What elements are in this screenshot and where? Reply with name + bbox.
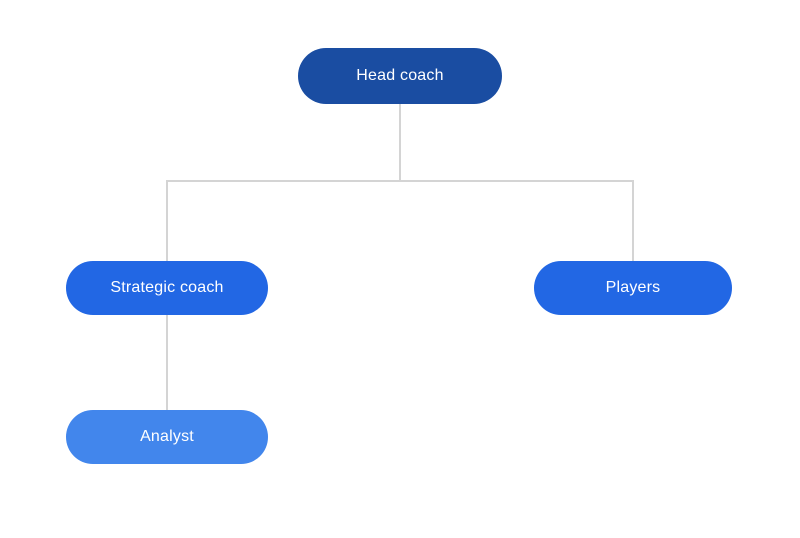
node-head-coach[interactable]: Head coach [298,48,502,104]
node-players-label: Players [605,279,661,296]
node-players[interactable]: Players [534,261,732,315]
node-strategic-coach-label: Strategic coach [110,279,224,296]
node-analyst-label: Analyst [140,428,194,445]
connector-head-coach-trunk [399,104,401,181]
connector-to-analyst [166,315,168,410]
node-head-coach-label: Head coach [356,67,444,84]
connector-to-players [632,180,634,261]
node-analyst[interactable]: Analyst [66,410,268,464]
connector-level2-crossbar [166,180,634,182]
connector-to-strategic-coach [166,180,168,261]
node-strategic-coach[interactable]: Strategic coach [66,261,268,315]
